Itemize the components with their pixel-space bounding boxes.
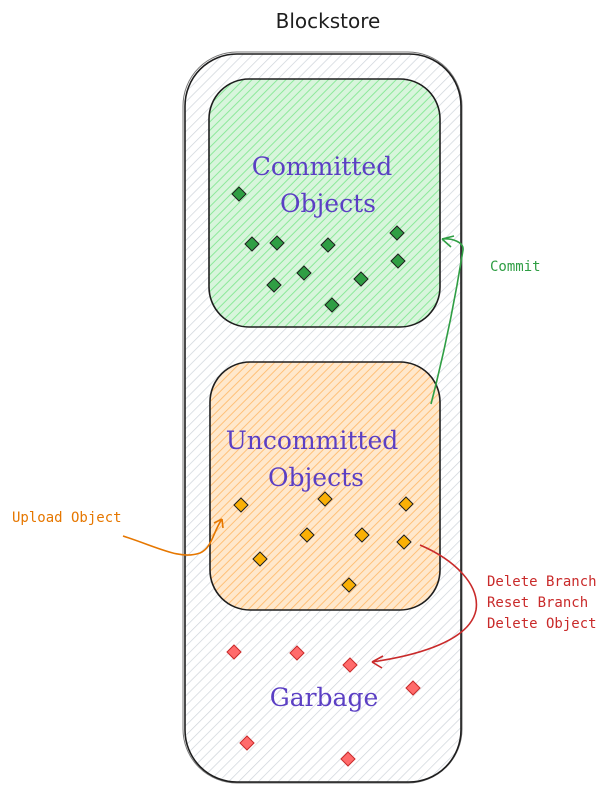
uncommitted-object-marker bbox=[396, 534, 412, 550]
delete-object-label: Delete Object bbox=[487, 616, 597, 632]
uncommitted-object-marker bbox=[252, 551, 268, 567]
delete-branch-label: Delete Branch bbox=[487, 574, 597, 590]
garbage-label: Garbage bbox=[270, 683, 379, 712]
uncommitted-object-marker bbox=[354, 527, 370, 543]
committed-object-marker bbox=[389, 225, 405, 241]
garbage-object-marker bbox=[405, 680, 421, 696]
reset-branch-label: Reset Branch bbox=[487, 595, 588, 611]
committed-objects-region bbox=[208, 78, 441, 328]
uncommitted-objects-region bbox=[209, 361, 441, 611]
commit-arrow-label: Commit bbox=[490, 259, 541, 275]
commit-arrow bbox=[430, 235, 464, 405]
garbage-object-marker bbox=[342, 657, 358, 673]
uncommitted-label-line1: Uncommitted bbox=[226, 426, 399, 455]
uncommitted-object-marker bbox=[233, 497, 249, 513]
garbage-object-marker bbox=[340, 751, 356, 767]
committed-object-marker bbox=[269, 235, 285, 251]
committed-object-marker bbox=[296, 265, 312, 281]
committed-object-marker bbox=[390, 253, 406, 269]
committed-label-line2: Objects bbox=[280, 189, 376, 218]
committed-object-marker bbox=[324, 297, 340, 313]
uncommitted-label-line2: Objects bbox=[268, 463, 364, 492]
blockstore-container-sketch-stroke bbox=[182, 51, 463, 784]
committed-object-marker bbox=[266, 277, 282, 293]
upload-arrow-label: Upload Object bbox=[12, 510, 122, 526]
diagram-title: Blockstore bbox=[276, 9, 381, 33]
committed-object-markers bbox=[231, 186, 406, 313]
uncommitted-object-marker bbox=[398, 496, 414, 512]
uncommitted-object-marker bbox=[341, 577, 357, 593]
garbage-object-markers bbox=[226, 644, 421, 767]
committed-object-marker bbox=[320, 237, 336, 253]
garbage-object-marker bbox=[289, 645, 305, 661]
committed-object-marker bbox=[353, 271, 369, 287]
uncommitted-object-markers bbox=[233, 491, 414, 593]
committed-label-line1: Committed bbox=[252, 152, 392, 181]
upload-arrow bbox=[122, 518, 224, 556]
garbage-object-marker bbox=[239, 735, 255, 751]
committed-object-marker bbox=[231, 186, 247, 202]
uncommitted-object-marker bbox=[317, 491, 333, 507]
garbage-object-marker bbox=[226, 644, 242, 660]
committed-object-marker bbox=[244, 236, 260, 252]
uncommitted-object-marker bbox=[299, 527, 315, 543]
delete-arrow bbox=[371, 544, 478, 669]
